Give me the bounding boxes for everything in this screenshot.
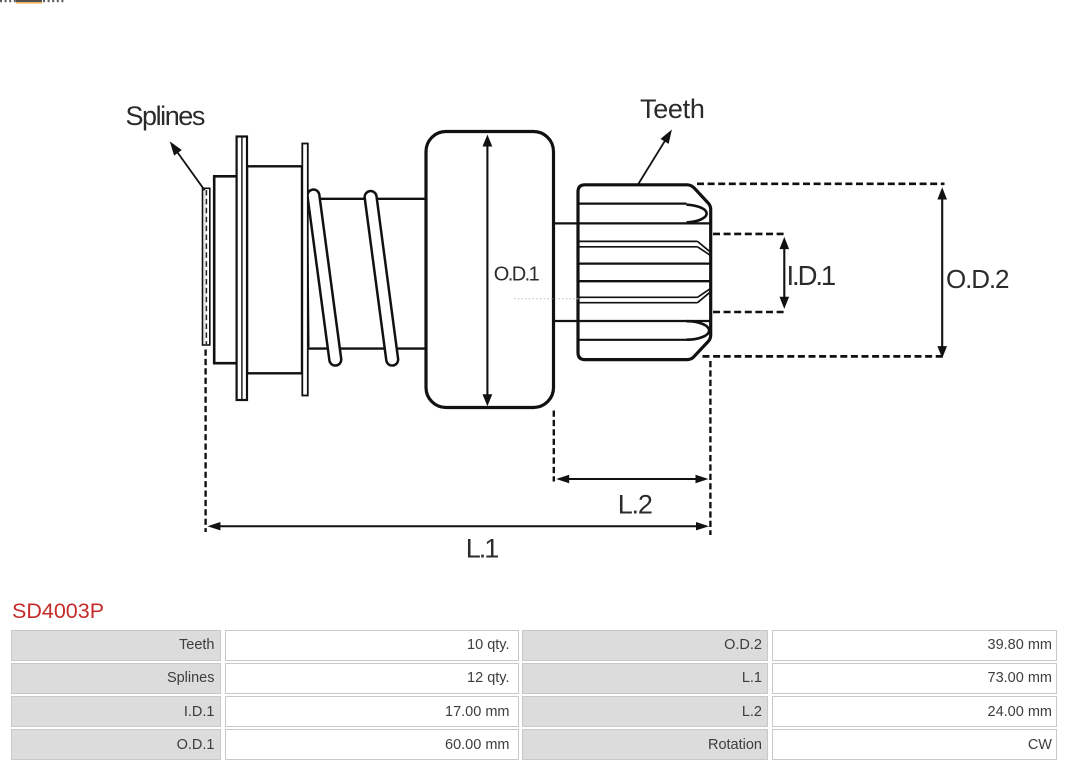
svg-text:O.D.2: O.D.2 [946,264,1009,294]
svg-text:I.D.1: I.D.1 [787,260,835,291]
svg-text:L.1: L.1 [466,534,499,564]
svg-text:Splines: Splines [126,101,205,131]
svg-text:L.2: L.2 [618,490,652,520]
svg-text:O.D.1: O.D.1 [494,264,540,286]
svg-text:Teeth: Teeth [640,94,705,124]
